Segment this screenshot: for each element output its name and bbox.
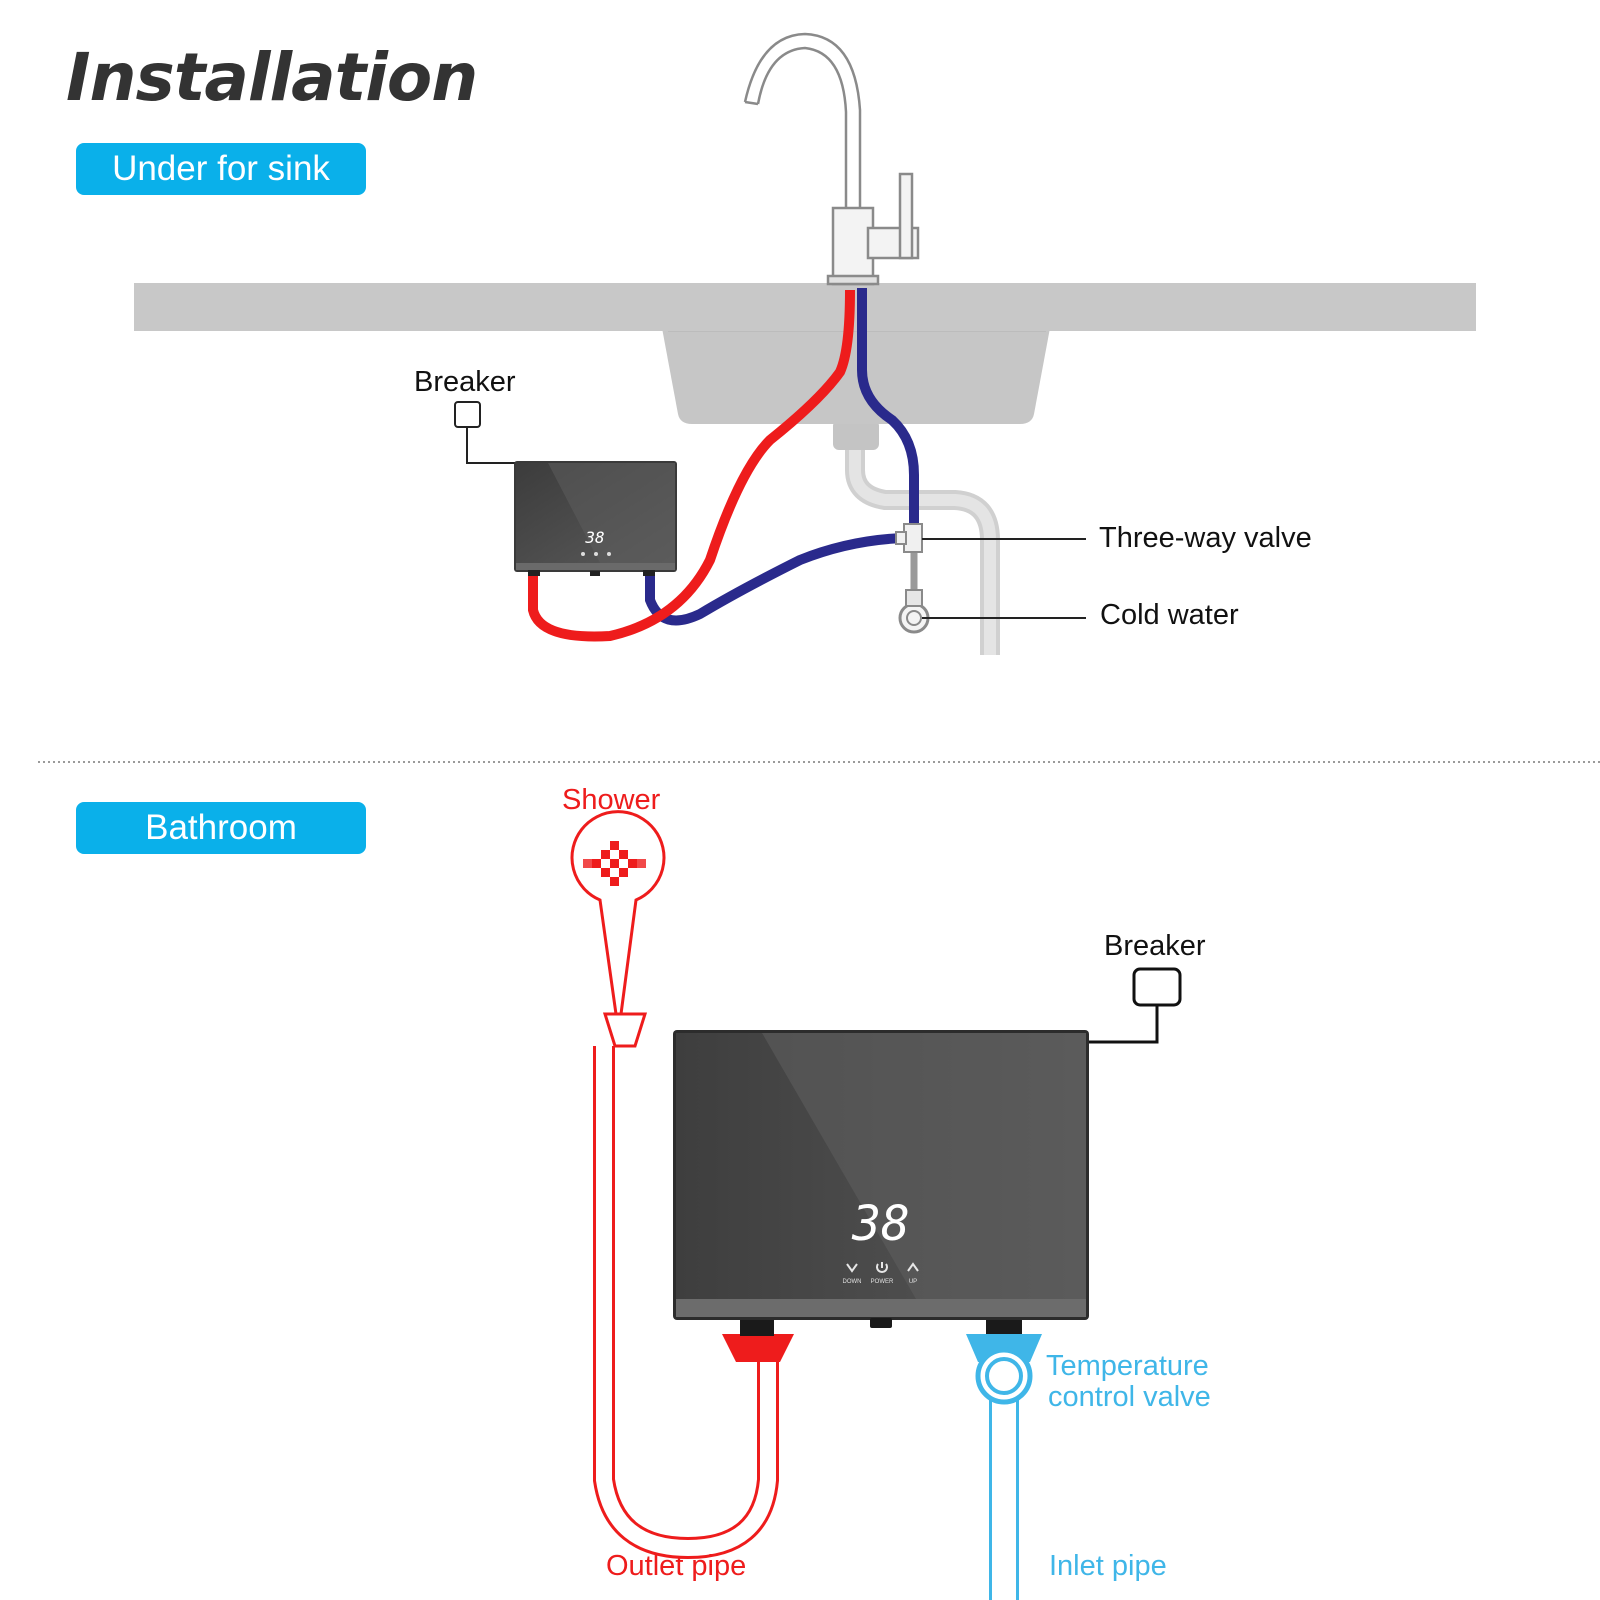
temperature-control-valve-label-line2: control valve [1048, 1381, 1211, 1413]
bathroom-heater [673, 1030, 1089, 1328]
shower-nozzle-icon [583, 841, 646, 886]
bathroom-breaker-box [1132, 967, 1182, 1007]
bathroom-section-tag: Bathroom [76, 802, 366, 854]
countertop [134, 283, 1476, 331]
down-button-label: DOWN [843, 1279, 862, 1285]
inlet-pipe-label: Inlet pipe [1049, 1550, 1167, 1582]
down-arrow-icon [846, 1263, 858, 1273]
bathroom-breaker-wire [1089, 1005, 1159, 1044]
sink-breaker-box [454, 401, 481, 428]
sink-heater [514, 461, 677, 576]
up-button-label: UP [909, 1279, 917, 1285]
three-way-valve-label: Three-way valve [1099, 522, 1312, 554]
cold-water-nut [905, 589, 923, 607]
outlet-connector [722, 1334, 794, 1362]
inlet-thread [986, 1318, 1022, 1336]
outlet-pipe-label: Outlet pipe [606, 1550, 747, 1582]
sink-breaker-wire [466, 427, 516, 464]
sink-heater-display: 38 [584, 528, 604, 547]
power-icon [876, 1262, 888, 1273]
outlet-hose-inner [596, 1046, 776, 1557]
bathroom-breaker-label: Breaker [1104, 930, 1206, 962]
faucet [743, 32, 920, 286]
three-way-valve [895, 523, 923, 553]
cold-water-connector-inner [906, 610, 922, 626]
sink-drain [833, 420, 879, 450]
cold-water-label: Cold water [1100, 599, 1239, 631]
sink-basin [662, 328, 1050, 424]
bathroom-heater-display: 38 [851, 1196, 910, 1252]
shower-label: Shower [562, 784, 661, 816]
sink-breaker-label: Breaker [414, 366, 516, 398]
drain-pipe-highlight [849, 445, 996, 655]
sink-section-tag: Under for sink [76, 143, 366, 195]
up-arrow-icon [907, 1262, 919, 1272]
sink-cold-hose-upper [857, 288, 919, 535]
temperature-control-valve-ring-inner [985, 1357, 1023, 1395]
outlet-thread [740, 1318, 774, 1336]
sink-hot-hose [528, 289, 855, 642]
sink-cold-hose-to-heater [645, 533, 905, 626]
page-title: Installation [66, 39, 478, 116]
power-button-label: POWER [871, 1279, 894, 1285]
temperature-control-valve-label-line1: Temperature [1046, 1350, 1209, 1382]
heater-control-buttons [846, 1262, 919, 1273]
